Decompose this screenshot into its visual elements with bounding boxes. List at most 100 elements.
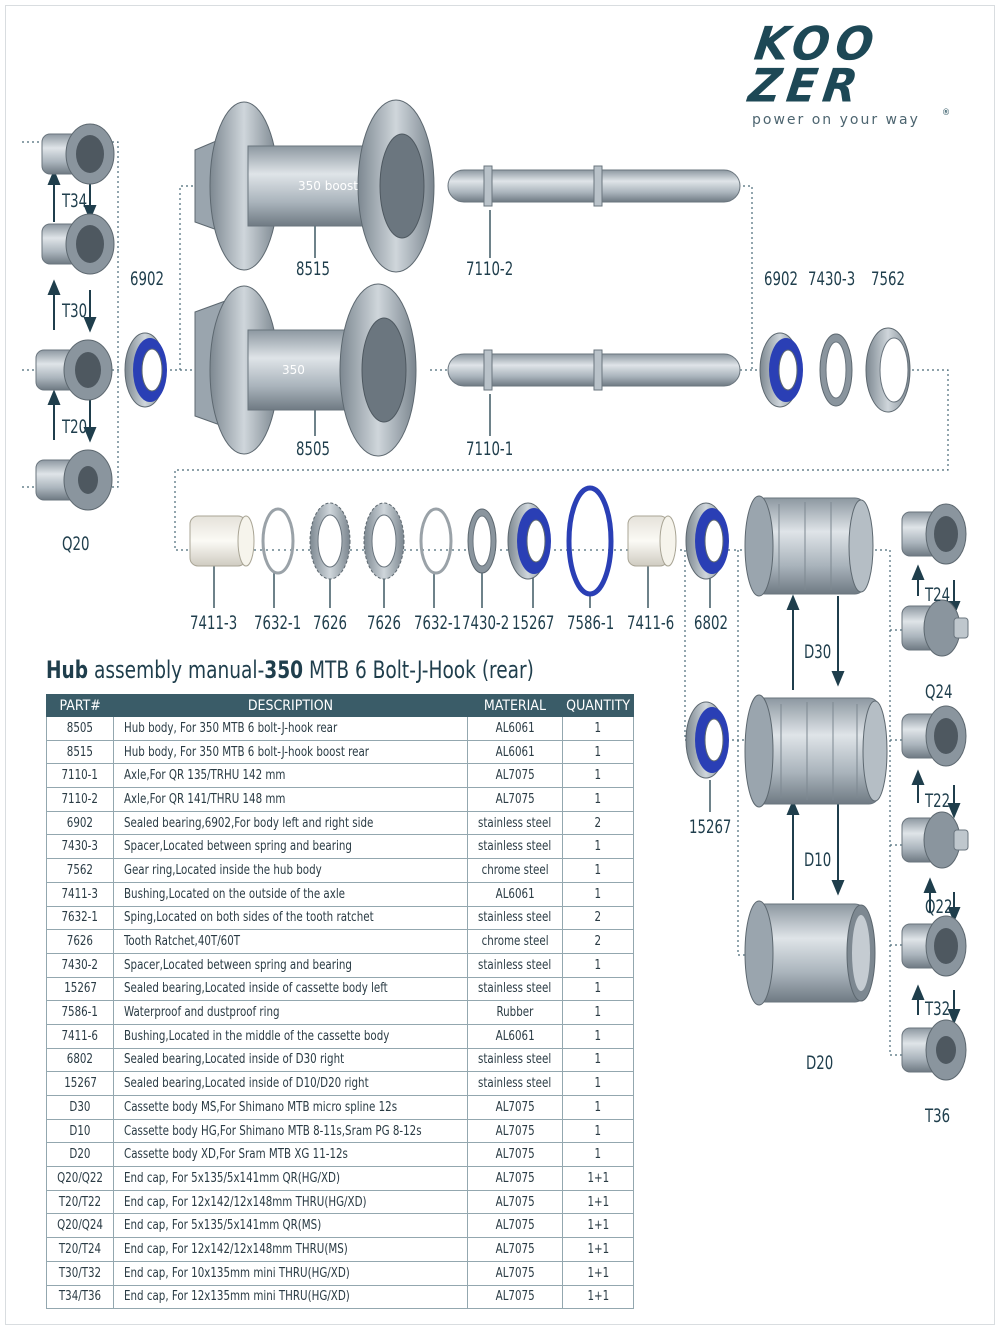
description-cell: End cap, For 12x135mm mini THRU(HG/XD): [113, 1284, 468, 1310]
material-cell: stainless steel: [466, 952, 564, 978]
part-number-cell: 7110-2: [45, 787, 115, 812]
hub-body-8515: 350 boost: [194, 99, 435, 273]
quantity-cell: 1+1: [562, 1166, 634, 1191]
label-7110-2: 7110-2: [466, 258, 514, 280]
label-d10: D10: [804, 849, 832, 871]
label-6902-left: 6902: [130, 268, 164, 290]
material-cell: AL7075: [466, 787, 564, 812]
end-caps-left: [35, 123, 115, 511]
quantity-cell: 1: [562, 763, 634, 789]
material-cell: AL7075: [466, 1237, 564, 1262]
label-q22: Q22: [925, 896, 953, 918]
label-t32: T32: [925, 998, 951, 1020]
quantity-cell: 1: [562, 952, 634, 978]
quantity-cell: 1+1: [562, 1260, 634, 1286]
bearing-15267-right: [685, 701, 729, 779]
label-7626-b: 7626: [367, 612, 401, 634]
label-t34: T34: [62, 190, 88, 212]
label-d20: D20: [806, 1052, 834, 1074]
material-cell: AL6061: [466, 739, 564, 765]
label-15267-b: 15267: [689, 816, 732, 838]
quantity-cell: 1+1: [562, 1284, 634, 1310]
description-cell: Spacer,Located between spring and bearin…: [113, 952, 468, 978]
quantity-cell: 1: [562, 716, 634, 741]
material-cell: AL6061: [466, 1023, 564, 1049]
part-number-cell: 7626: [45, 929, 115, 954]
part-number-cell: 7430-2: [45, 952, 115, 978]
material-cell: AL7075: [466, 763, 564, 789]
quantity-cell: 2: [562, 929, 634, 954]
part-number-cell: 8515: [45, 739, 115, 765]
label-d30: D30: [804, 641, 832, 663]
description-cell: Cassette body XD,For Sram MTB XG 11-12s: [113, 1142, 468, 1168]
part-number-cell: 7411-6: [45, 1023, 115, 1049]
description-cell: Cassette body MS,For Shimano MTB micro s…: [113, 1095, 468, 1120]
description-cell: Gear ring,Located inside the hub body: [113, 858, 468, 883]
description-cell: End cap, For 5x135/5x141mm QR(MS): [113, 1213, 468, 1239]
hub-text: 350: [282, 363, 305, 377]
quantity-cell: 1+1: [562, 1189, 634, 1215]
material-cell: AL7075: [466, 1142, 564, 1168]
quantity-cell: 1: [562, 1047, 634, 1073]
description-cell: Axle,For QR 141/THRU 148 mm: [113, 787, 468, 812]
description-cell: End cap, For 10x135mm mini THRU(HG/XD): [113, 1260, 468, 1286]
part-number-cell: T30/T32: [45, 1260, 115, 1286]
part-number-cell: 7411-3: [45, 881, 115, 907]
description-cell: Sealed bearing,Located inside of D10/D20…: [113, 1071, 468, 1096]
leader-lines: [213, 210, 711, 812]
material-cell: stainless steel: [466, 976, 564, 1002]
label-7626-a: 7626: [313, 612, 347, 634]
material-cell: stainless steel: [466, 905, 564, 931]
material-cell: AL6061: [466, 716, 564, 741]
label-t24: T24: [925, 584, 951, 606]
part-number-cell: 7110-1: [45, 763, 115, 789]
part-number-cell: 8505: [45, 716, 115, 741]
material-cell: AL7075: [466, 1213, 564, 1239]
quantity-cell: 1: [562, 858, 634, 883]
part-number-cell: T34/T36: [45, 1284, 115, 1310]
material-cell: stainless steel: [466, 1071, 564, 1096]
freehub-small-parts: [189, 485, 729, 597]
description-cell: End cap, For 12x142/12x148mm THRU(MS): [113, 1237, 468, 1262]
part-number-cell: D20: [45, 1142, 115, 1168]
part-number-cell: 6902: [45, 810, 115, 836]
header-quantity: QUANTITY: [562, 694, 634, 717]
label-7411-3: 7411-3: [190, 612, 238, 634]
description-cell: Cassette body HG,For Shimano MTB 8-11s,S…: [113, 1118, 468, 1144]
part-number-cell: 6802: [45, 1047, 115, 1073]
description-cell: Bushing,Located in the middle of the cas…: [113, 1023, 468, 1049]
description-cell: Hub body, For 350 MTB 6 bolt-J-hook boos…: [113, 739, 468, 765]
description-cell: Sping,Located on both sides of the tooth…: [113, 905, 468, 931]
description-cell: Sealed bearing,6902,For body left and ri…: [113, 810, 468, 836]
page-frame: [5, 5, 995, 1325]
manual-title: Hub assembly manual-350 MTB 6 Bolt-J-Hoo…: [46, 656, 534, 684]
quantity-cell: 1: [562, 1142, 634, 1168]
direction-arrows: [47, 169, 961, 1025]
label-7632-1-a: 7632-1: [254, 612, 302, 634]
label-8505: 8505: [296, 438, 330, 460]
part-number-cell: 7430-3: [45, 834, 115, 860]
description-cell: Bushing,Located on the outside of the ax…: [113, 881, 468, 907]
part-number-cell: 7586-1: [45, 1000, 115, 1025]
label-7430-2: 7430-2: [462, 612, 510, 634]
part-number-cell: 15267: [45, 976, 115, 1002]
part-number-cell: D10: [45, 1118, 115, 1144]
